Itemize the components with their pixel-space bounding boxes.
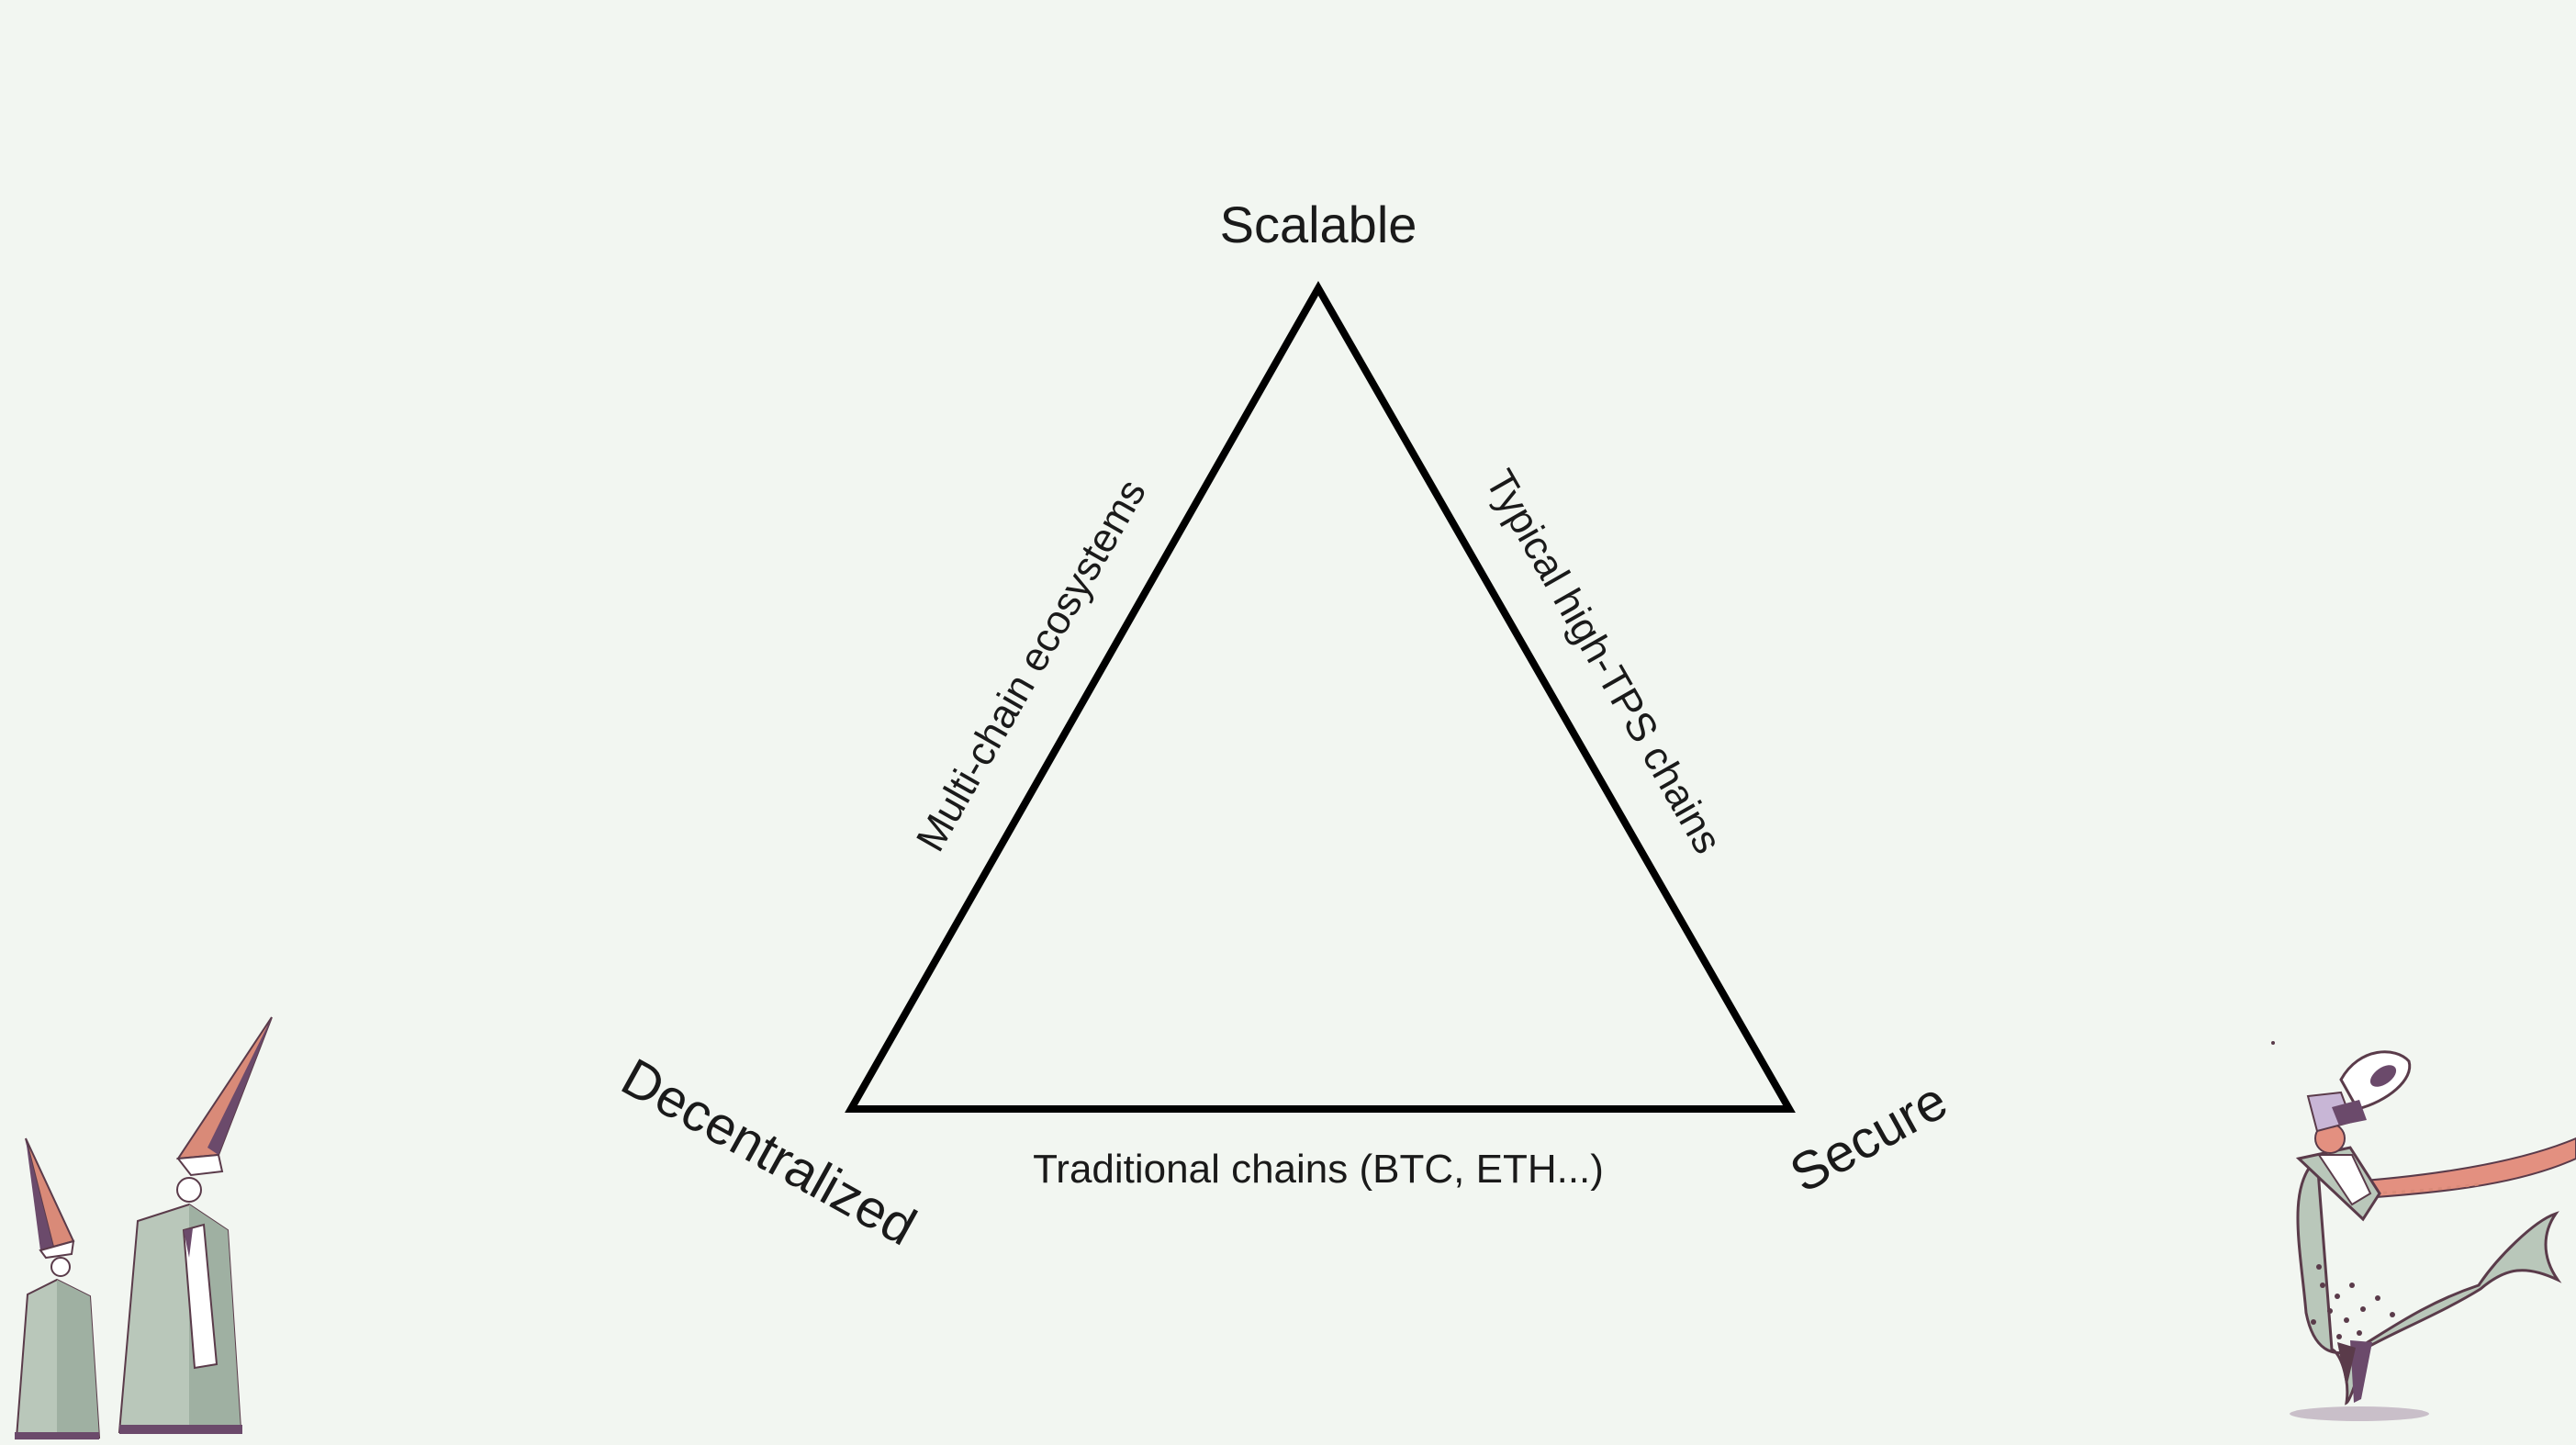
trilemma-triangle	[845, 280, 1796, 1113]
vertex-label-right: Secure	[1780, 1070, 1956, 1204]
scarf-figure-illustration	[2271, 1041, 2576, 1421]
vertex-label-top: Scalable	[1220, 196, 1417, 253]
pointed-hat-figures-illustration	[15, 1016, 273, 1439]
vertex-label-left: Decentralized	[612, 1047, 926, 1258]
edge-label-left: Multi-chain ecosystems	[908, 472, 1155, 858]
edge-label-right: Typical high-TPS chains	[1476, 463, 1730, 861]
edge-label-bottom: Traditional chains (BTC, ETH...)	[1033, 1147, 1604, 1192]
